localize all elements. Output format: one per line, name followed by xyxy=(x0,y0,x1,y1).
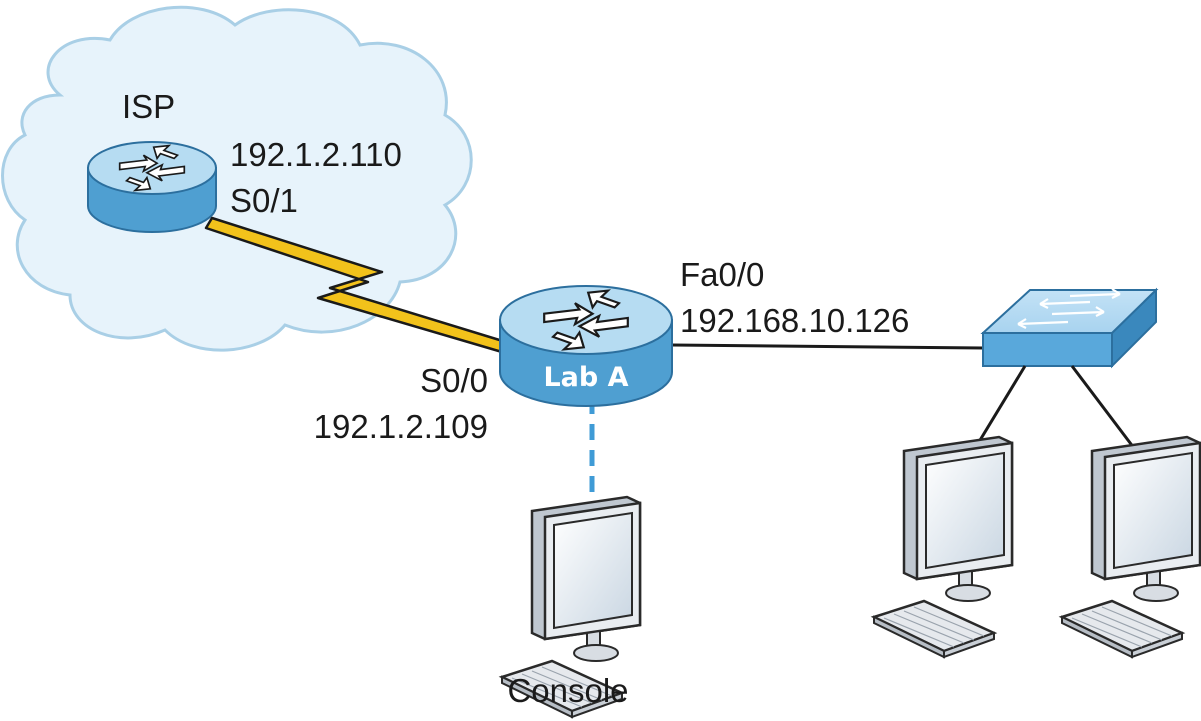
monitor-icon xyxy=(1060,435,1201,659)
ethernet-link xyxy=(671,343,984,350)
cloud-icon xyxy=(1,5,473,352)
isp-interface-label: S0/1 xyxy=(230,182,298,219)
host-pc-right[interactable] xyxy=(1060,435,1201,659)
lab-a-serial-ip-label: 192.1.2.109 xyxy=(314,408,488,445)
host-link-right xyxy=(1070,365,1142,457)
isp-router[interactable] xyxy=(87,141,217,233)
router-icon xyxy=(87,141,217,233)
router-icon xyxy=(499,285,673,407)
lab-a-fa-ip-label: 192.168.10.126 xyxy=(680,302,909,339)
switch[interactable] xyxy=(980,287,1159,369)
isp-cloud xyxy=(1,5,473,352)
console-label: Console xyxy=(507,672,628,709)
isp-ip-label: 192.1.2.110 xyxy=(230,136,402,173)
lab-a-fa-interface-label: Fa0/0 xyxy=(680,256,764,293)
lab-a-name-label: Lab A xyxy=(543,362,628,393)
lab-a-router[interactable]: Lab A xyxy=(499,285,673,407)
monitor-icon xyxy=(872,435,1014,659)
switch-icon xyxy=(980,287,1159,369)
isp-name-label: ISP xyxy=(122,88,175,125)
host-pc-left[interactable] xyxy=(872,435,1014,659)
lab-a-serial-interface-label: S0/0 xyxy=(420,362,488,399)
